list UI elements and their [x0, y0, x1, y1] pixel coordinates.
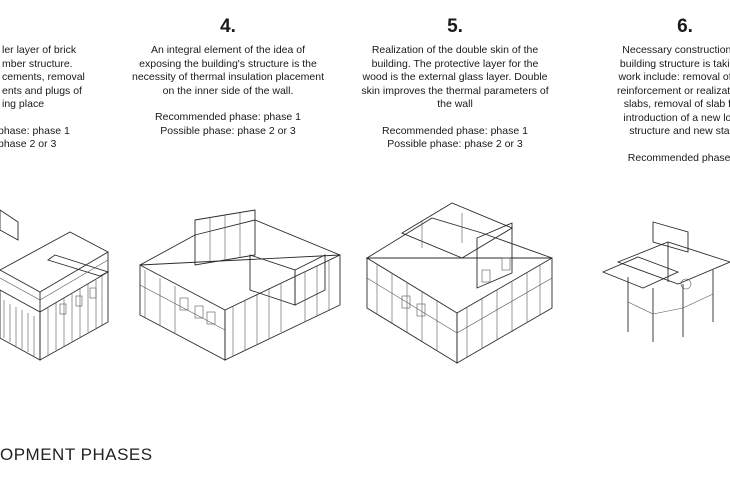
phase-number: 4. [220, 16, 236, 37]
phase-recommendation: phase: phase 1 phase 2 or 3 [0, 124, 70, 151]
phase-panel-5: 5. Realization of the double skin of the… [355, 0, 555, 152]
phase-description: Necessary construction wo building struc… [617, 44, 730, 137]
phase-recommendation: Recommended phase: p [627, 151, 730, 164]
axonometric-drawing-5 [362, 198, 562, 368]
axonometric-drawing-4 [135, 209, 350, 370]
phase-description: ler layer of brick mber structure. cemen… [2, 44, 85, 110]
phase-number: 6. [677, 16, 693, 37]
phase-recommendation: Recommended phase: phase 1 Possible phas… [155, 111, 301, 137]
phase-number: 5. [447, 16, 463, 37]
phase-description: An integral element of the idea of expos… [131, 44, 324, 97]
axonometric-drawing-6 [598, 221, 730, 352]
phase-number [0, 16, 120, 38]
axonometric-drawing-3 [0, 200, 118, 380]
phase-recommendation: Recommended phase: phase 1 Possible phas… [382, 124, 528, 151]
phase-panel-4: 4. An integral element of the idea of ex… [128, 0, 328, 138]
section-title: OPMENT PHASES [0, 445, 153, 464]
phase-description: Realization of the double skin of the bu… [361, 44, 549, 110]
phase-panel-6: 6. Necessary construction wo building st… [580, 0, 730, 165]
phase-panel-3: ler layer of brick mber structure. cemen… [0, 0, 120, 152]
